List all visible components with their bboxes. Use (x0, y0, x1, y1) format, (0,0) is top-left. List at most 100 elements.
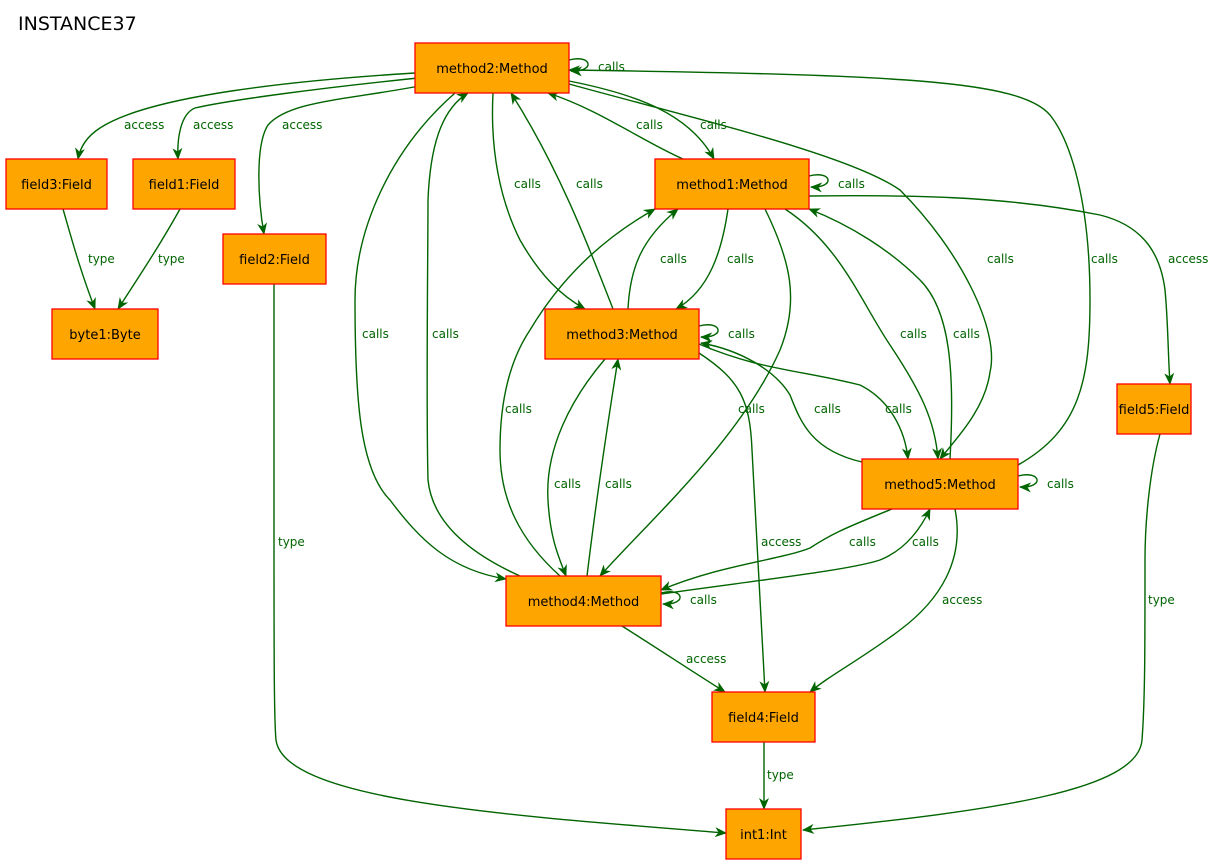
edge-label-method1-to-method2: calls (636, 118, 663, 132)
edge-label-field5-to-int1: type (1148, 593, 1175, 607)
edge-method1-to-method5 (784, 208, 943, 460)
edge-method3-to-method2 (510, 92, 614, 310)
edge-method2-to-field3 (75, 72, 416, 160)
node-label-field3: field3:Field (21, 178, 92, 193)
edge-method1-to-method2 (547, 91, 684, 160)
node-method4: method4:Method (505, 575, 662, 627)
edge-label-method2-to-method3: calls (514, 177, 541, 191)
node-label-method4: method4:Method (528, 595, 640, 610)
edge-method4-to-method1 (499, 208, 656, 577)
edge-label-field1-to-byte1: type (158, 252, 185, 266)
node-field4: field4:Field (711, 691, 816, 743)
edge-label-method1-to-method1: calls (838, 177, 865, 191)
node-field2: field2:Field (222, 233, 327, 285)
node-box-method4 (505, 575, 662, 627)
nodes-layer: method2:Method method1:Method method3:Meth… (5, 42, 1192, 860)
edge-label-method4-to-method4: calls (690, 593, 717, 607)
node-box-method5 (861, 458, 1019, 510)
edge-method1-to-method3 (675, 208, 729, 310)
node-field3: field3:Field (5, 158, 108, 210)
edge-label-field2-to-int1: type (278, 535, 305, 549)
edge-label-method4-to-method5: calls (912, 535, 939, 549)
edge-method4-to-method3 (586, 358, 622, 577)
edge-label-method5-to-method3: calls (814, 402, 841, 416)
node-box-field3 (5, 158, 108, 210)
node-box-field5 (1116, 383, 1192, 435)
edge-label-method3-to-method2: calls (576, 177, 603, 191)
edge-method2-to-method4 (354, 92, 507, 583)
edge-method2-to-field2 (257, 83, 431, 235)
edge-label-method2-to-method2: calls (598, 60, 625, 74)
node-label-field4: field4:Field (728, 711, 799, 726)
edge-method3-to-method3 (698, 324, 719, 343)
node-label-int1: int1:Int (740, 828, 787, 843)
edge-label-field4-to-int1: type (767, 768, 794, 782)
edge-label-method5-to-method5: calls (1047, 477, 1074, 491)
node-label-method1: method1:Method (676, 178, 788, 193)
edge-label-method2-to-field1: access (193, 118, 233, 132)
edge-label-method4-to-method1: calls (505, 402, 532, 416)
edge-label-method5-to-method1: calls (953, 327, 980, 341)
edge-method3-to-method5 (698, 343, 912, 460)
edge-method2-to-method2 (568, 58, 589, 77)
edge-method2-to-field1 (172, 77, 419, 160)
node-method2: method2:Method (414, 42, 570, 94)
node-box-field1 (132, 158, 236, 210)
node-label-method2: method2:Method (436, 62, 548, 77)
edge-label-method2-to-method4: calls (362, 327, 389, 341)
edge-label-method2-to-field3: access (124, 118, 164, 132)
edge-label-method4-to-method2: calls (432, 327, 459, 341)
edge-label-method5-to-method4: calls (849, 535, 876, 549)
node-box-method2 (414, 42, 570, 94)
edge-method4-to-method4 (660, 591, 681, 610)
node-box-byte1 (51, 308, 159, 360)
edge-method2-to-method3 (491, 92, 586, 310)
node-label-byte1: byte1:Byte (69, 328, 140, 343)
edge-labels-layer: calls access access access calls calls calls ca… (88, 60, 1208, 782)
node-box-int1 (725, 808, 802, 860)
node-method3: method3:Method (544, 308, 700, 360)
edge-method5-to-method2 (568, 65, 1091, 466)
edge-method3-to-method1 (627, 208, 679, 310)
node-int1: int1:Int (725, 808, 802, 860)
edge-method1-to-method4 (599, 208, 792, 577)
edge-label-method3-to-method3: calls (728, 327, 755, 341)
edge-label-method1-to-method4: calls (738, 402, 765, 416)
edge-label-method1-to-field5: access (1168, 252, 1208, 266)
edge-field1-to-byte1 (117, 208, 181, 310)
edges-layer (62, 58, 1175, 838)
edge-label-field3-to-byte1: type (88, 252, 115, 266)
edge-method5-to-method3 (700, 340, 863, 463)
node-field1: field1:Field (132, 158, 236, 210)
edge-field5-to-int1 (802, 433, 1161, 834)
edge-label-method3-to-field4: access (761, 535, 801, 549)
node-method1: method1:Method (654, 158, 810, 210)
node-box-method1 (654, 158, 810, 210)
edge-field2-to-int1 (273, 283, 727, 838)
edge-method4-to-field4 (621, 625, 726, 693)
node-label-method3: method3:Method (566, 328, 678, 343)
node-label-field1: field1:Field (149, 178, 220, 193)
node-byte1: byte1:Byte (51, 308, 159, 360)
edge-label-method2-to-field2: access (282, 118, 322, 132)
edge-label-method4-to-method3: calls (605, 477, 632, 491)
edge-label-method3-to-method5: calls (885, 402, 912, 416)
edge-label-method3-to-method1: calls (660, 252, 687, 266)
node-label-field2: field2:Field (239, 253, 310, 268)
edge-label-method2-to-method1: calls (700, 118, 727, 132)
edge-field3-to-byte1 (62, 208, 96, 310)
edge-method3-to-field4 (698, 352, 770, 693)
edge-method5-to-method1 (808, 208, 953, 460)
edge-method4-to-method5 (660, 508, 931, 595)
node-method5: method5:Method (861, 458, 1019, 510)
node-label-field5: field5:Field (1119, 403, 1190, 418)
edge-label-method2-to-method5: calls (987, 252, 1014, 266)
node-field5: field5:Field (1116, 383, 1192, 435)
edge-method5-to-method5 (1017, 474, 1038, 493)
edge-method5-to-field4 (809, 508, 958, 693)
node-label-method5: method5:Method (884, 478, 996, 493)
edge-method1-to-field5 (808, 194, 1175, 385)
edge-label-method3-to-method4: calls (554, 477, 581, 491)
node-box-field2 (222, 233, 327, 285)
